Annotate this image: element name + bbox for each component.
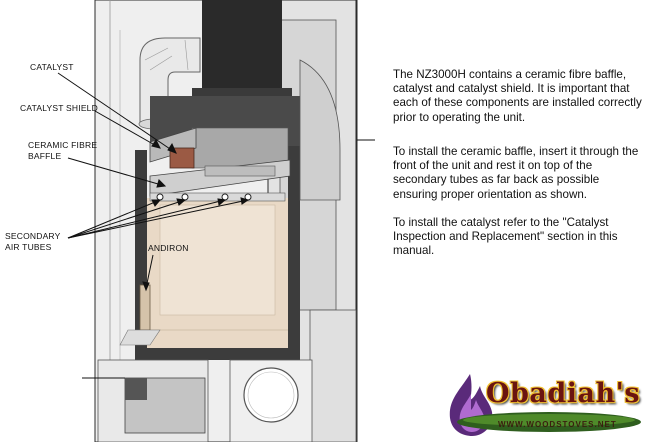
firebox-back-wall (159, 204, 276, 316)
label-secondary-air-tubes-line2: AIR TUBES (5, 242, 52, 252)
catalyst-shield (149, 127, 197, 163)
flue-collar (192, 88, 292, 96)
secondary-air-tube-3 (221, 193, 229, 201)
andiron-base (119, 329, 161, 346)
label-andiron: ANDIRON (148, 243, 189, 253)
logo-wordmark: Obadiah's (486, 378, 641, 409)
logo-leaf-swirl (457, 412, 641, 432)
arrowhead-air-tube-1 (151, 199, 162, 207)
round-vent (243, 367, 299, 423)
callout-leader-lines (57, 72, 375, 379)
arrowhead-baffle (156, 179, 167, 188)
leader-catalyst-shield (94, 110, 161, 149)
leader-air-tube-1 (67, 199, 161, 239)
elbow-rib-2 (149, 55, 173, 71)
label-catalyst: CATALYST (30, 62, 74, 72)
elbow-rib-1 (144, 47, 169, 61)
heat-exchanger-curve (299, 59, 341, 201)
arrowhead-andiron (142, 281, 150, 292)
upper-chamber-light (191, 127, 289, 169)
obadiahs-logo: Obadiah's WWW.WOODSTOVES.NET (440, 372, 645, 438)
label-catalyst-shield: CATALYST SHIELD (20, 103, 98, 113)
label-secondary-air-tubes-line1: SECONDARY (5, 231, 61, 241)
arrowhead-air-tube-4 (240, 197, 250, 205)
elbow-rib-3 (184, 39, 189, 71)
flue-pipe (202, 0, 282, 90)
leader-air-tube-3 (67, 199, 226, 239)
right-lower-panel (309, 309, 357, 442)
secondary-air-tube-2 (181, 193, 189, 201)
label-ceramic-fibre-baffle-line1: CERAMIC FIBRE (28, 140, 98, 150)
instruction-paragraph-2: To install the ceramic baffle, insert it… (393, 145, 639, 201)
secondary-air-tube-1 (156, 193, 164, 201)
leader-air-tube-2 (67, 199, 186, 239)
instruction-paragraph-1: The NZ3000H contains a ceramic fibre baf… (393, 68, 642, 124)
blower-outlet (125, 378, 147, 400)
baffle-bracket (204, 165, 276, 177)
instruction-paragraph-3: To install the catalyst refer to the "Ca… (393, 216, 618, 258)
leader-air-tube-4 (67, 199, 249, 239)
leader-baffle (67, 157, 166, 187)
logo-url: WWW.WOODSTOVES.NET (498, 420, 617, 429)
round-vent-inner (247, 371, 295, 419)
arrowhead-air-tube-3 (217, 198, 227, 206)
andiron (139, 284, 151, 331)
arrowhead-air-tube-2 (176, 198, 187, 206)
label-ceramic-fibre-baffle-line2: BAFFLE (28, 151, 62, 161)
secondary-air-tube-row (149, 192, 286, 202)
arrowhead-catalyst (167, 142, 177, 154)
arrowhead-catalyst-shield (151, 139, 161, 149)
